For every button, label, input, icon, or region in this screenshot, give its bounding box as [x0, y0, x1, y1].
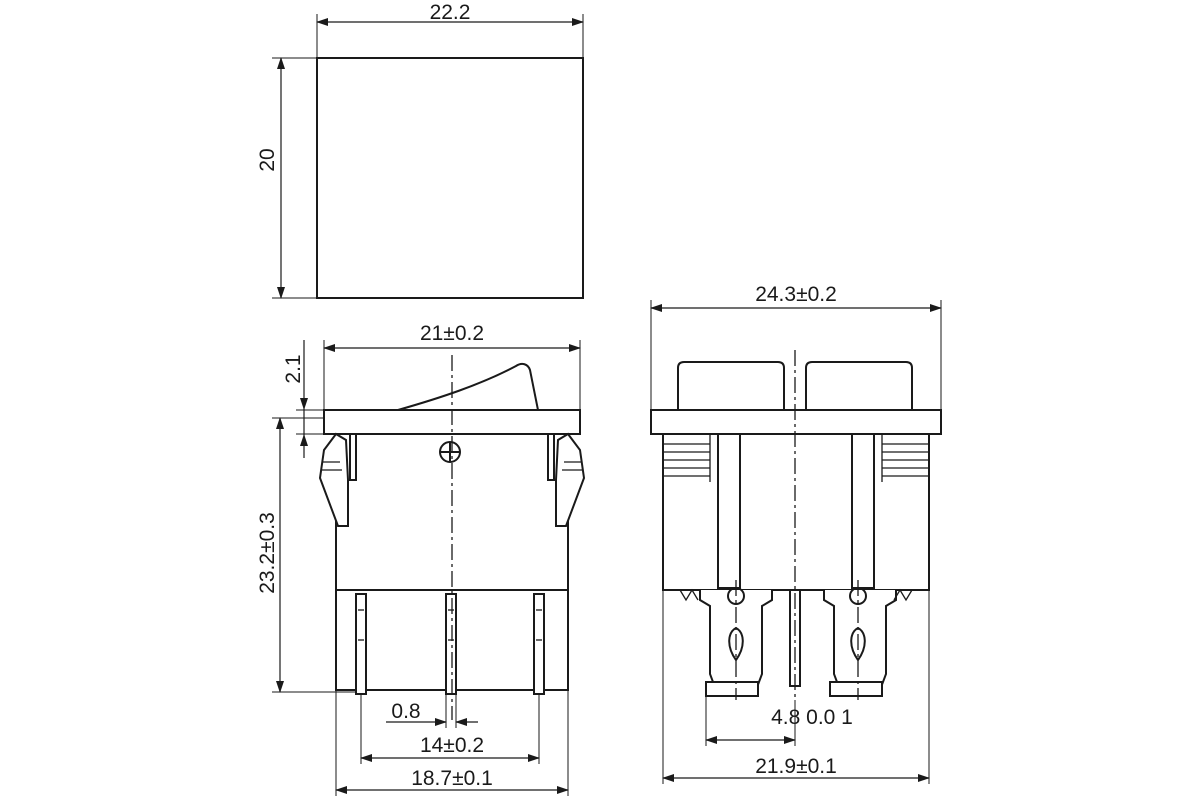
side-pin-center [445, 593, 457, 695]
side-pin-left [355, 593, 367, 695]
tab-width-label: 4.8 0.0 1 [771, 706, 853, 729]
front-latch-teeth-left [679, 588, 699, 602]
side-pin-right [533, 593, 545, 695]
front-flange [650, 409, 942, 435]
top-width-label: 22.2 [430, 1, 471, 24]
front-flange-width-label: 24.3±0.2 [755, 283, 837, 306]
front-body-width-label: 21.9±0.1 [755, 755, 837, 778]
pin-pitch-label: 14±0.2 [420, 734, 484, 757]
body-height-label: 23.2±0.3 [256, 512, 279, 594]
arrowhead-icon [300, 398, 308, 410]
right-snap-latch [555, 432, 586, 527]
pivot-crosshair-icon [439, 441, 461, 463]
front-terminal-left-tip [705, 681, 759, 697]
top-height-label: 20 [256, 148, 279, 171]
rocker-actuator [397, 362, 539, 411]
front-column-right [851, 433, 875, 589]
rocker-height-label: 2.1 [282, 354, 305, 383]
rocker-width-label: 21±0.2 [420, 322, 484, 345]
top-view: 22.2 20 [256, 1, 584, 299]
front-rocker-cap-right [805, 361, 913, 410]
front-body [662, 433, 930, 591]
pin-thickness-label: 0.8 [391, 700, 420, 723]
front-view: 24.3±0.2 4.8 0.0 1 21.9±0.1 [650, 283, 942, 784]
arrowhead-icon [300, 434, 308, 446]
right-spring-clip [547, 433, 555, 481]
front-column-left [717, 433, 741, 589]
front-terminal-left-hole [728, 626, 744, 662]
front-terminal-right [823, 590, 897, 691]
side-body-width-label: 18.7±0.1 [411, 767, 493, 790]
front-ribs-right [881, 434, 929, 482]
left-snap-latch [318, 432, 349, 527]
front-ribs-left [663, 434, 711, 482]
left-spring-clip [349, 433, 357, 481]
top-view-outline [316, 57, 584, 299]
side-view: 21±0.2 2.1 23.2±0.3 0.8 14±0.2 18.7±0.1 [256, 322, 586, 796]
front-rocker-cap-left [677, 361, 785, 410]
front-terminal-right-hole [850, 626, 866, 662]
front-latch-teeth-right [893, 588, 913, 602]
front-terminal-right-tip [829, 681, 883, 697]
